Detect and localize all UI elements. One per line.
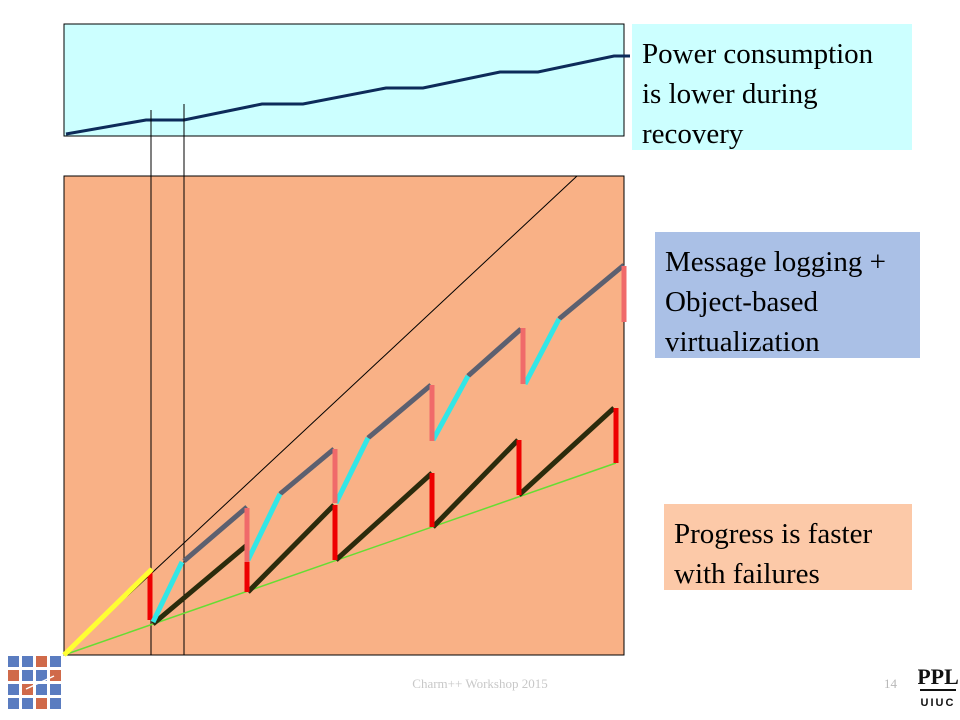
progress-panel bbox=[63, 175, 625, 656]
baseline-segment bbox=[151, 543, 249, 626]
logging-segment bbox=[182, 505, 249, 563]
power-consumption-callout: Power consumption is lower during recove… bbox=[632, 24, 912, 150]
power-consumption-line bbox=[65, 54, 630, 136]
recovery-segment bbox=[245, 492, 283, 562]
power-panel bbox=[63, 23, 625, 137]
logging-segment bbox=[366, 383, 433, 440]
message-logging-callout: Message logging + Object-based virtualiz… bbox=[655, 232, 920, 358]
page-number: 14 bbox=[884, 676, 897, 691]
callout-line: Progress is faster bbox=[674, 518, 873, 550]
baseline-segment bbox=[334, 471, 434, 562]
recovery-segment bbox=[430, 374, 471, 442]
logging-segment bbox=[278, 447, 336, 496]
ppl-logo-bottom: UIUC bbox=[921, 697, 956, 709]
charm-logo-icon bbox=[8, 656, 61, 709]
callout-line: is lower during bbox=[642, 78, 818, 110]
recovery-segment bbox=[333, 436, 371, 505]
ppl-logo-top: PPL bbox=[918, 664, 958, 689]
logging-segment bbox=[557, 263, 626, 321]
baseline-segment bbox=[246, 503, 336, 594]
callout-line: Power consumption bbox=[642, 38, 874, 70]
initial-progress-segment bbox=[62, 567, 154, 657]
progress-callout: Progress is faster with failures bbox=[664, 504, 912, 590]
baseline-progress bbox=[147, 406, 619, 626]
callout-line: with failures bbox=[674, 558, 820, 590]
baseline-segment bbox=[431, 438, 520, 529]
recovery-segment bbox=[522, 317, 562, 386]
logging-progress bbox=[150, 263, 627, 624]
recovery-segment bbox=[150, 560, 185, 624]
callout-line: virtualization bbox=[665, 326, 820, 358]
ppl-logo-icon: PPL UIUC bbox=[918, 664, 958, 709]
baseline-segment bbox=[517, 406, 616, 497]
callout-line: Message logging + bbox=[665, 246, 886, 278]
callout-line: recovery bbox=[642, 118, 744, 150]
logging-segment bbox=[466, 327, 523, 378]
callout-line: Object-based bbox=[665, 286, 818, 318]
footer-text: Charm++ Workshop 2015 bbox=[412, 676, 548, 691]
